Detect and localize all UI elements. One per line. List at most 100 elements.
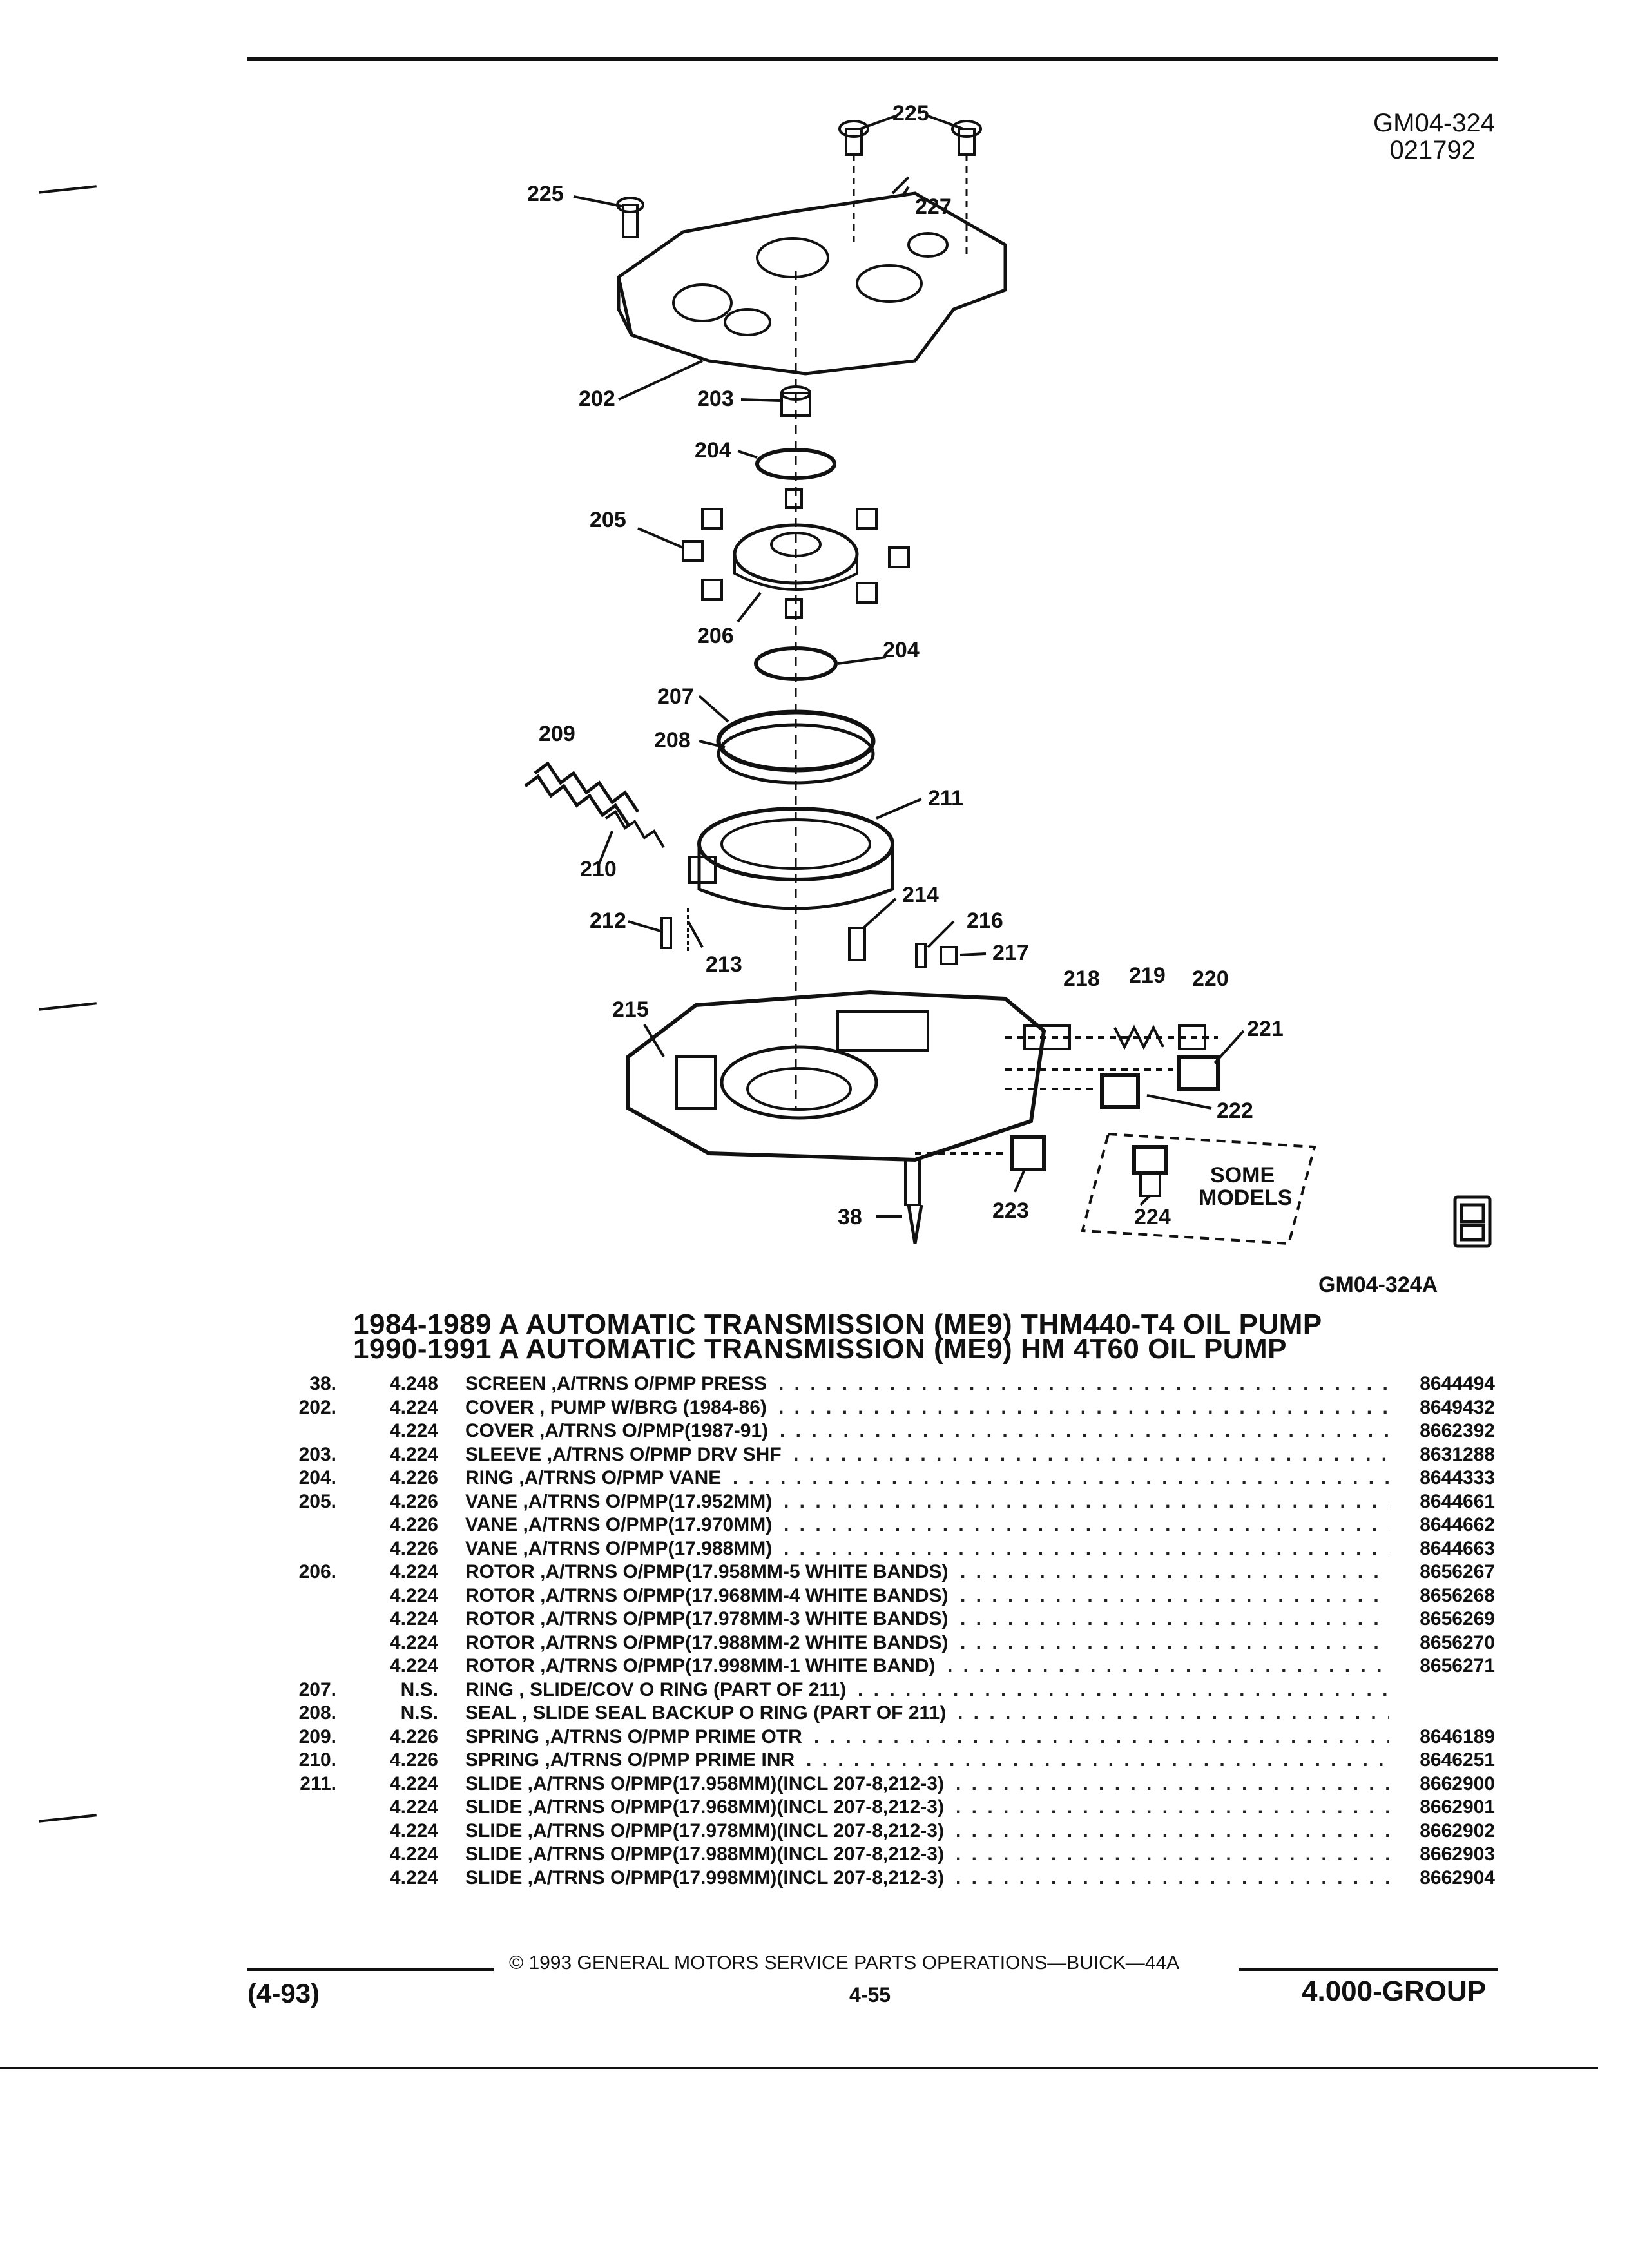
part-description: SLIDE ,A/TRNS O/PMP(17.998MM)(INCL 207-8… (465, 1867, 944, 1888)
part-number: 8656267 (1420, 1561, 1495, 1582)
part-ref-number: 206. (298, 1561, 336, 1582)
part-ref-number: 203. (298, 1443, 336, 1465)
part-row: 206. 4.224 ROTOR ,A/TRNS O/PMP(17.958MM-5 … (284, 1561, 1495, 1584)
header-date: 021792 (1389, 136, 1476, 164)
part-description: ROTOR ,A/TRNS O/PMP(17.958MM-5 WHITE BAN… (465, 1561, 949, 1582)
part-group-number: 4.224 (389, 1843, 438, 1865)
callout-210: 210 (580, 857, 617, 881)
leader-dots: . . . . . . . . . . . . . . . . . . . . … (780, 1420, 1389, 1441)
part-number: 8649432 (1420, 1396, 1495, 1418)
part-number: 8644494 (1420, 1373, 1495, 1394)
leader-dots: . . . . . . . . . . . . . . . . . . . . … (960, 1631, 1389, 1653)
part-ref-number: 210. (298, 1749, 336, 1771)
gm-spo-logo-icon (1453, 1195, 1492, 1248)
part-row: 4.224 SLIDE ,A/TRNS O/PMP(17.978MM)(INCL … (284, 1820, 1495, 1843)
callout-204-b: 204 (883, 638, 920, 662)
leader-dots: . . . . . . . . . . . . . . . . . . . . … (806, 1749, 1389, 1771)
part-ref-number: 204. (298, 1467, 336, 1488)
part-description: RING , SLIDE/COV O RING (PART OF 211) (465, 1678, 847, 1700)
callout-222: 222 (1217, 1099, 1253, 1123)
footer-rule-left (247, 1968, 494, 1971)
callout-227: 227 (915, 195, 952, 219)
part-description: COVER , PUMP W/BRG (1984-86) (465, 1396, 767, 1418)
callout-223: 223 (992, 1198, 1029, 1223)
part-description: VANE ,A/TRNS O/PMP(17.952MM) (465, 1490, 773, 1512)
part-description: ROTOR ,A/TRNS O/PMP(17.978MM-3 WHITE BAN… (465, 1608, 949, 1629)
part-group-number: N.S. (400, 1702, 438, 1724)
callout-225-a: 225 (892, 101, 929, 126)
leader-dots: . . . . . . . . . . . . . . . . . . . . … (784, 1514, 1389, 1535)
part-description: SCREEN ,A/TRNS O/PMP PRESS (465, 1373, 767, 1394)
callout-221: 221 (1247, 1017, 1284, 1041)
part-group-number: 4.224 (389, 1561, 438, 1582)
part-group-number: 4.224 (389, 1631, 438, 1653)
part-number: 8656269 (1420, 1608, 1495, 1629)
part-group-number: 4.224 (389, 1584, 438, 1606)
part-group-number: 4.224 (389, 1443, 438, 1465)
margin-mark (39, 1814, 97, 1823)
part-group-number: 4.226 (389, 1514, 438, 1535)
part-description: SEAL , SLIDE SEAL BACKUP O RING (PART OF… (465, 1702, 947, 1724)
callout-206: 206 (697, 624, 734, 648)
leader-dots: . . . . . . . . . . . . . . . . . . . . … (960, 1584, 1389, 1606)
part-group-number: 4.224 (389, 1773, 438, 1794)
callout-213: 213 (706, 952, 742, 977)
part-number: 8662392 (1420, 1420, 1495, 1441)
part-group-number: 4.226 (389, 1725, 438, 1747)
part-ref-number: 38. (309, 1373, 336, 1394)
leader-dots: . . . . . . . . . . . . . . . . . . . . … (814, 1725, 1389, 1747)
leader-dots: . . . . . . . . . . . . . . . . . . . . … (733, 1467, 1389, 1488)
part-group-number: 4.226 (389, 1749, 438, 1771)
part-number: 8662900 (1420, 1773, 1495, 1794)
part-ref-number: 208. (298, 1702, 336, 1724)
part-description: ROTOR ,A/TRNS O/PMP(17.968MM-4 WHITE BAN… (465, 1584, 949, 1606)
part-description: ROTOR ,A/TRNS O/PMP(17.998MM-1 WHITE BAN… (465, 1655, 936, 1677)
callout-38: 38 (838, 1205, 862, 1229)
part-ref-number: 209. (298, 1725, 336, 1747)
screw-225-c (616, 197, 644, 238)
some-models-box (1081, 1132, 1316, 1245)
part-description: SLIDE ,A/TRNS O/PMP(17.978MM)(INCL 207-8… (465, 1820, 944, 1841)
part-row: 4.224 ROTOR ,A/TRNS O/PMP(17.968MM-4 WHIT… (284, 1584, 1495, 1608)
footer-date: (4-93) (247, 1978, 320, 2008)
leader-dots: . . . . . . . . . . . . . . . . . . . . … (956, 1867, 1389, 1888)
leader-dots: . . . . . . . . . . . . . . . . . . . . … (858, 1678, 1389, 1700)
callout-212: 212 (590, 908, 626, 933)
part-description: SPRING ,A/TRNS O/PMP PRIME INR (465, 1749, 795, 1771)
part-row: 4.224 SLIDE ,A/TRNS O/PMP(17.988MM)(INCL … (284, 1843, 1495, 1867)
part-description: SLIDE ,A/TRNS O/PMP(17.988MM)(INCL 207-8… (465, 1843, 944, 1865)
part-group-number: 4.224 (389, 1655, 438, 1677)
part-number: 8662903 (1420, 1843, 1495, 1865)
part-row: 207.N.S.RING , SLIDE/COV O RING (PART OF… (284, 1678, 1495, 1702)
leader-dots: . . . . . . . . . . . . . . . . . . . . … (956, 1796, 1389, 1818)
callout-224: 224 (1134, 1205, 1171, 1229)
parts-title-line1: 1984-1989 A AUTOMATIC TRANSMISSION (ME9)… (353, 1309, 1322, 1340)
callout-202: 202 (579, 387, 615, 411)
leader-dots: . . . . . . . . . . . . . . . . . . . . … (958, 1702, 1389, 1724)
leader-dots: . . . . . . . . . . . . . . . . . . . . … (956, 1773, 1389, 1794)
part-description: SLIDE ,A/TRNS O/PMP(17.968MM)(INCL 207-8… (465, 1796, 944, 1818)
leader-dots: . . . . . . . . . . . . . . . . . . . . … (956, 1843, 1389, 1865)
part-number: 8644663 (1420, 1537, 1495, 1559)
part-group-number: 4.224 (389, 1796, 438, 1818)
callout-203: 203 (697, 387, 734, 411)
part-group-number: 4.224 (389, 1820, 438, 1841)
part-group-number: 4.224 (389, 1420, 438, 1441)
part-number: 8644333 (1420, 1467, 1495, 1488)
leader-dots: . . . . . . . . . . . . . . . . . . . . … (784, 1490, 1389, 1512)
callout-225-b: 225 (527, 182, 564, 206)
leader-dots: . . . . . . . . . . . . . . . . . . . . … (947, 1655, 1389, 1677)
callout-205: 205 (590, 508, 626, 532)
leader-dots: . . . . . . . . . . . . . . . . . . . . … (778, 1373, 1389, 1394)
part-row: 4.224 SLIDE ,A/TRNS O/PMP(17.968MM)(INCL … (284, 1796, 1495, 1820)
callout-211: 211 (928, 786, 963, 811)
footer-copyright: © 1993 GENERAL MOTORS SERVICE PARTS OPER… (509, 1952, 1180, 1974)
